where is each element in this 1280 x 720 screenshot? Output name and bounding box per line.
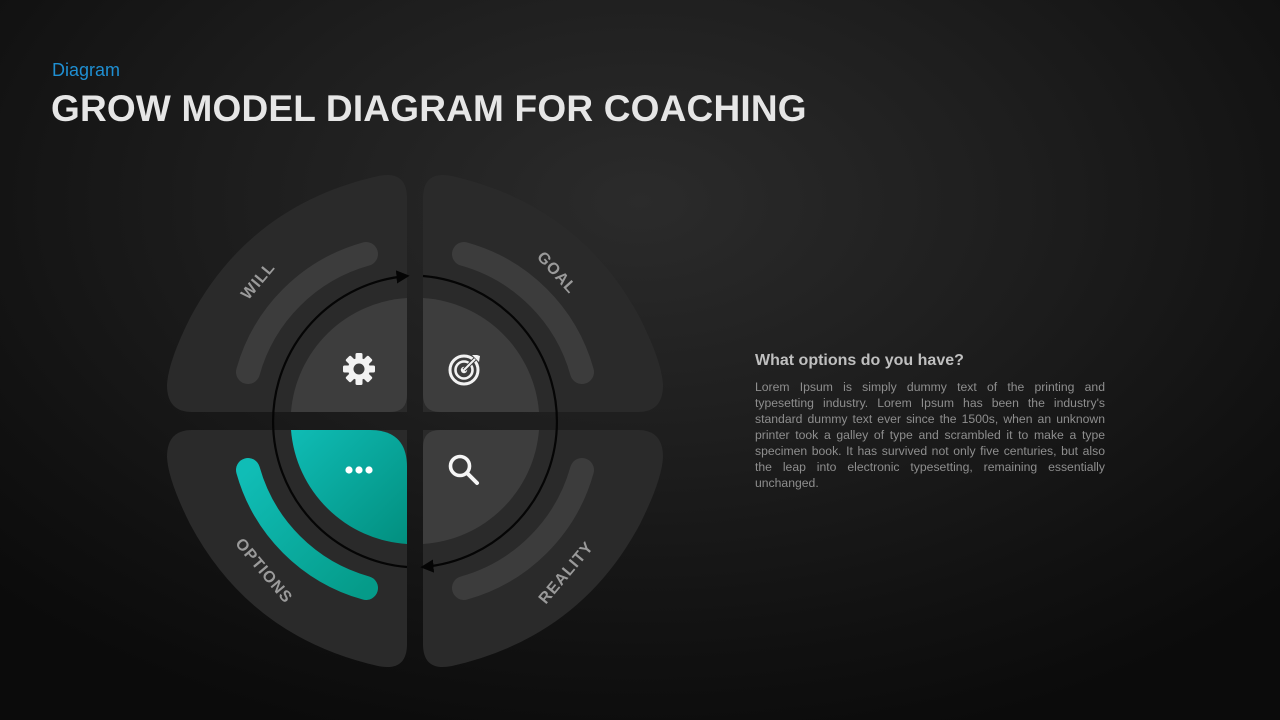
target-icon	[448, 354, 480, 386]
band-goal	[452, 242, 594, 384]
band-will	[236, 242, 378, 384]
slide-title: GROW MODEL DIAGRAM FOR COACHING	[51, 88, 807, 129]
description-panel: What options do you have? Lorem Ipsum is…	[755, 352, 1105, 491]
core-options[interactable]	[291, 430, 407, 544]
cycle-arrow-left	[271, 270, 410, 569]
core-will[interactable]	[291, 298, 407, 412]
more-dots-icon	[345, 466, 373, 474]
description-body: Lorem Ipsum is simply dummy text of the …	[755, 380, 1105, 490]
search-icon	[448, 454, 479, 485]
cycle-arrow-right	[420, 274, 559, 573]
core-goal[interactable]	[423, 298, 539, 412]
band-reality	[452, 458, 594, 600]
band-options	[236, 458, 378, 600]
slide-kicker: Diagram	[52, 60, 121, 80]
gear-icon	[343, 353, 375, 385]
description-heading: What options do you have?	[755, 352, 964, 369]
